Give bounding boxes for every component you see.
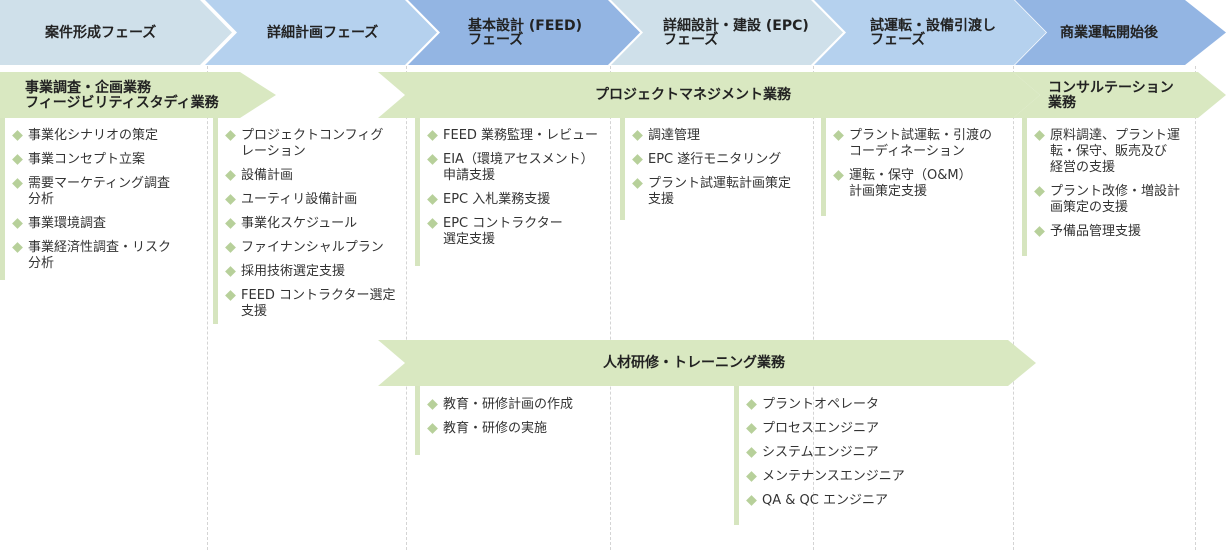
list-item: 教育・研修の実施 xyxy=(427,421,608,437)
column-consultation-items: 原料調達、プラント運 転・保守、販売及び 経営の支援 プラント改修・増設計 画策… xyxy=(1022,118,1205,256)
diamond-bullet-icon xyxy=(1034,226,1045,237)
list-item: 原料調達、プラント運 転・保守、販売及び 経営の支援 xyxy=(1034,128,1205,176)
list-item: 事業化スケジュール xyxy=(225,216,406,232)
diamond-bullet-icon xyxy=(632,178,643,189)
diamond-bullet-icon xyxy=(225,130,236,141)
phase-label: 詳細計画フェーズ xyxy=(267,24,379,41)
column-detailed-planning-items: プロジェクトコンフィグ レーション 設備計画 ユーティリ設備計画 事業化スケジュ… xyxy=(213,118,406,324)
column-training-plan-items: 教育・研修計画の作成 教育・研修の実施 xyxy=(415,386,608,455)
list-item: 事業化シナリオの策定 xyxy=(12,128,205,144)
diamond-bullet-icon xyxy=(632,154,643,165)
diamond-bullet-icon xyxy=(427,154,438,165)
diamond-bullet-icon xyxy=(427,130,438,141)
list-item: EIA（環境アセスメント） 申請支援 xyxy=(427,152,608,184)
list-item: 調達管理 xyxy=(632,128,813,144)
diamond-bullet-icon xyxy=(12,130,23,141)
list-item: EPC 入札業務支援 xyxy=(427,192,608,208)
diamond-bullet-icon xyxy=(746,471,757,482)
diamond-bullet-icon xyxy=(225,170,236,181)
diamond-bullet-icon xyxy=(833,170,844,181)
phase-label: 基本設計 (FEED) フェーズ xyxy=(468,17,582,48)
phase-label: 詳細設計・建設 (EPC) フェーズ xyxy=(663,17,809,48)
diamond-bullet-icon xyxy=(225,194,236,205)
list-item: 事業環境調査 xyxy=(12,216,205,232)
list-item: プラント改修・増設計 画策定の支援 xyxy=(1034,184,1205,216)
phase-commissioning: 試運転・設備引渡し フェーズ xyxy=(814,0,1054,65)
list-item: FEED コントラクター選定 支援 xyxy=(225,288,406,320)
list-item: 事業コンセプト立案 xyxy=(12,152,205,168)
list-item: QA & QC エンジニア xyxy=(746,493,947,509)
diamond-bullet-icon xyxy=(1034,130,1045,141)
phase-feed: 基本設計 (FEED) フェーズ xyxy=(408,0,648,65)
list-item: 予備品管理支援 xyxy=(1034,224,1205,240)
band-label: 人材研修・トレーニング業務 xyxy=(603,355,785,371)
diamond-bullet-icon xyxy=(12,218,23,229)
list-item: 採用技術選定支援 xyxy=(225,264,406,280)
list-item: メンテナンスエンジニア xyxy=(746,469,947,485)
phase-commercial-operation: 商業運転開始後 xyxy=(1015,0,1226,65)
column-divider xyxy=(813,66,814,550)
diamond-bullet-icon xyxy=(746,495,757,506)
phase-detailed-planning: 詳細計画フェーズ xyxy=(205,0,445,65)
list-item: FEED 業務監理・レビュー xyxy=(427,128,608,144)
list-item: 需要マーケティング調査 分析 xyxy=(12,176,205,208)
column-training-roles-items: プラントオペレータ プロセスエンジニア システムエンジニア メンテナンスエンジニ… xyxy=(734,386,947,525)
column-epc-items: 調達管理 EPC 遂行モニタリング プラント試運転計画策定 支援 xyxy=(620,118,813,220)
diamond-bullet-icon xyxy=(12,242,23,253)
list-item: プロセスエンジニア xyxy=(746,421,947,437)
column-divider xyxy=(1195,66,1196,550)
band-project-management: プロジェクトマネジメント業務 xyxy=(378,72,1043,118)
diamond-bullet-icon xyxy=(12,178,23,189)
diamond-bullet-icon xyxy=(225,218,236,229)
column-commissioning-items: プラント試運転・引渡の コーディネーション 運転・保守（O&M） 計画策定支援 xyxy=(821,118,1014,216)
diamond-bullet-icon xyxy=(427,218,438,229)
diamond-bullet-icon xyxy=(746,423,757,434)
phase-project-formation: 案件形成フェーズ xyxy=(0,0,240,65)
list-item: 事業経済性調査・リスク 分析 xyxy=(12,240,205,272)
column-divider xyxy=(406,66,407,550)
band-label: コンサルテーション 業務 xyxy=(1048,80,1174,111)
diamond-bullet-icon xyxy=(1034,186,1045,197)
diamond-bullet-icon xyxy=(225,290,236,301)
diamond-bullet-icon xyxy=(427,423,438,434)
list-item: EPC 遂行モニタリング xyxy=(632,152,813,168)
list-item: EPC コントラクター 選定支援 xyxy=(427,216,608,248)
list-item: プラント試運転・引渡の コーディネーション xyxy=(833,128,1014,160)
phase-epc: 詳細設計・建設 (EPC) フェーズ xyxy=(611,0,851,65)
list-item: システムエンジニア xyxy=(746,445,947,461)
band-training: 人材研修・トレーニング業務 xyxy=(378,340,1038,386)
column-divider xyxy=(610,66,611,550)
column-divider xyxy=(207,66,208,550)
list-item: 設備計画 xyxy=(225,168,406,184)
band-label: プロジェクトマネジメント業務 xyxy=(595,87,791,103)
diamond-bullet-icon xyxy=(427,399,438,410)
list-item: ユーティリ設備計画 xyxy=(225,192,406,208)
band-consultation: コンサルテーション 業務 xyxy=(1013,72,1226,118)
column-feasibility-items: 事業化シナリオの策定 事業コンセプト立案 需要マーケティング調査 分析 事業環境… xyxy=(0,118,205,280)
diamond-bullet-icon xyxy=(833,130,844,141)
list-item: プラント試運転計画策定 支援 xyxy=(632,176,813,208)
list-item: 教育・研修計画の作成 xyxy=(427,397,608,413)
list-item: プラントオペレータ xyxy=(746,397,947,413)
list-item: ファイナンシャルプラン xyxy=(225,240,406,256)
diamond-bullet-icon xyxy=(746,447,757,458)
diamond-bullet-icon xyxy=(427,194,438,205)
band-feasibility: 事業調査・企画業務 フィージビリティスタディ業務 xyxy=(0,72,280,118)
diamond-bullet-icon xyxy=(632,130,643,141)
diamond-bullet-icon xyxy=(225,266,236,277)
list-item: 運転・保守（O&M） 計画策定支援 xyxy=(833,168,1014,200)
diamond-bullet-icon xyxy=(746,399,757,410)
column-divider xyxy=(1013,66,1014,550)
phase-label: 試運転・設備引渡し フェーズ xyxy=(870,17,996,48)
list-item: プロジェクトコンフィグ レーション xyxy=(225,128,406,160)
band-label: 事業調査・企画業務 フィージビリティスタディ業務 xyxy=(25,80,219,111)
diamond-bullet-icon xyxy=(225,242,236,253)
diamond-bullet-icon xyxy=(12,154,23,165)
phase-label: 商業運転開始後 xyxy=(1060,24,1158,41)
phase-label: 案件形成フェーズ xyxy=(45,24,157,41)
column-feed-items: FEED 業務監理・レビュー EIA（環境アセスメント） 申請支援 EPC 入札… xyxy=(415,118,608,266)
